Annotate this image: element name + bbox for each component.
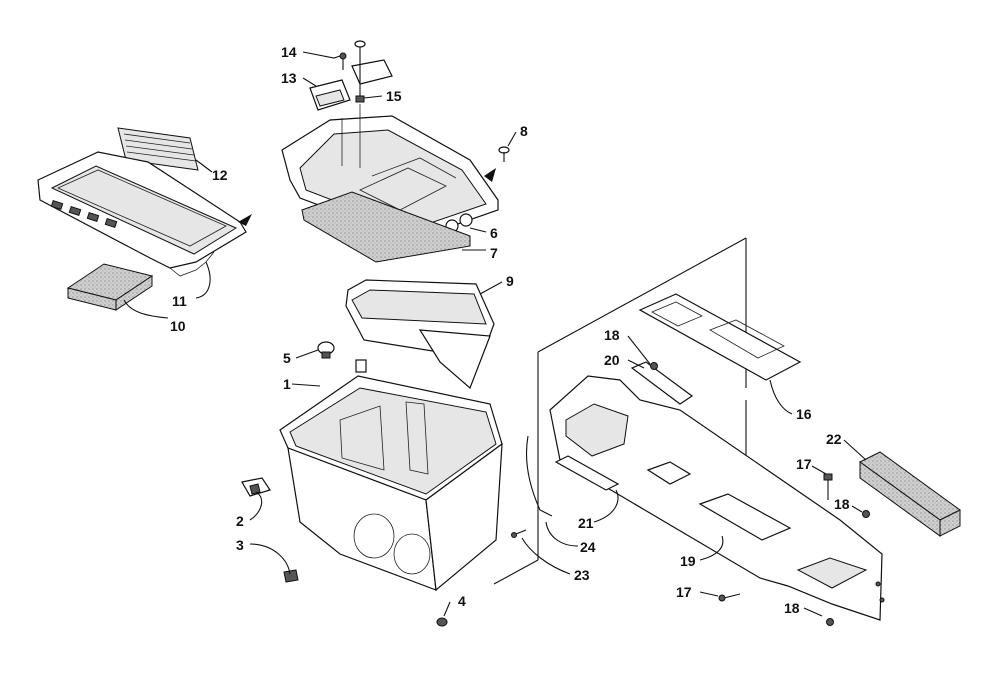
callout-1: 1 xyxy=(283,376,291,392)
callout-17-bottom: 17 xyxy=(676,584,692,600)
grommet-4 xyxy=(436,617,448,627)
callout-15: 15 xyxy=(386,88,402,104)
clip-3 xyxy=(283,569,299,583)
callout-5: 5 xyxy=(283,350,291,366)
leader-lines xyxy=(123,51,867,617)
callout-6: 6 xyxy=(490,225,498,241)
console-panel-11 xyxy=(37,151,252,277)
callout-4: 4 xyxy=(458,593,466,609)
callout-20: 20 xyxy=(604,352,620,368)
cover-plate-20 xyxy=(630,361,694,405)
latch-2 xyxy=(241,477,271,497)
knob-13 xyxy=(309,59,393,111)
callout-10: 10 xyxy=(170,318,186,334)
callout-19: 19 xyxy=(680,553,696,569)
callout-23: 23 xyxy=(574,567,590,583)
foam-block-22 xyxy=(859,451,961,537)
callout-8: 8 xyxy=(520,123,528,139)
hinge-21 xyxy=(554,455,620,491)
foam-pad-10 xyxy=(66,263,154,311)
nut-18 xyxy=(650,362,870,626)
callout-9: 9 xyxy=(506,273,514,289)
screw-14 xyxy=(339,40,366,96)
callout-11: 11 xyxy=(172,293,187,309)
console-19 xyxy=(549,375,885,621)
callout-14: 14 xyxy=(281,44,297,60)
callout-12: 12 xyxy=(212,167,228,183)
callout-21: 21 xyxy=(578,515,594,531)
storage-box-1 xyxy=(279,359,503,592)
callout-7: 7 xyxy=(490,245,498,261)
callout-13: 13 xyxy=(281,70,297,86)
screw-17-upper xyxy=(823,473,833,500)
callout-24: 24 xyxy=(580,539,596,555)
clip-15 xyxy=(355,95,365,103)
callout-18-top: 18 xyxy=(604,327,620,343)
screw-17-lower xyxy=(718,593,741,602)
screw-23 xyxy=(511,529,527,538)
callout-18-bottom: 18 xyxy=(784,600,800,616)
frame-16 xyxy=(638,293,802,381)
callout-3: 3 xyxy=(236,537,244,553)
screw-8 xyxy=(498,146,510,162)
callout-18-mid: 18 xyxy=(834,496,850,512)
callout-17-top: 17 xyxy=(796,456,812,472)
callout-22: 22 xyxy=(826,431,842,447)
callout-16: 16 xyxy=(796,406,812,422)
callout-2: 2 xyxy=(236,513,244,529)
foam-gasket-7 xyxy=(301,191,471,263)
rod-24 xyxy=(525,435,553,517)
fastener-5 xyxy=(317,341,335,359)
lid-9 xyxy=(345,279,495,390)
callout-labels: 14 13 15 8 12 6 7 9 11 10 5 1 2 3 4 18 2… xyxy=(170,44,850,616)
